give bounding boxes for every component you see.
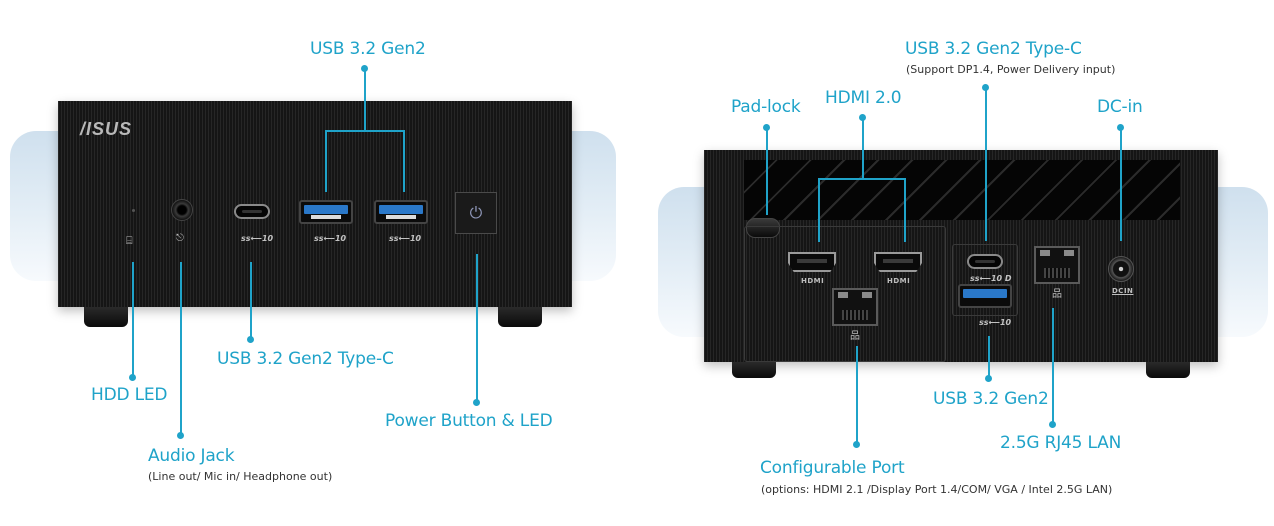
- callout-audio-jack: Audio Jack: [148, 446, 235, 466]
- callout-dot: [1049, 421, 1056, 428]
- lan-port: [1034, 246, 1080, 284]
- callout-line: [325, 130, 327, 192]
- callout-line: [988, 336, 990, 378]
- rj45-led-left: [838, 292, 848, 298]
- power-button[interactable]: ⏻: [455, 192, 497, 234]
- network-icon: 品: [1052, 289, 1062, 300]
- rear-device-body: HDMI HDMI 品 ss⟵10 D ss⟵10 品 DCIN: [704, 150, 1218, 362]
- hdd-icon: ⌸: [126, 234, 133, 247]
- usb-c-speed-marking: ss⟵10: [241, 234, 274, 243]
- rear-right-foot: [1146, 362, 1190, 378]
- callout-line: [856, 346, 858, 442]
- dc-in-marking: DCIN: [1112, 287, 1134, 295]
- callout-line: [364, 68, 366, 130]
- usb-a-tongue: [379, 205, 423, 214]
- usb-a-2-speed-marking: ss⟵10: [389, 234, 422, 243]
- configurable-port: [832, 288, 878, 326]
- callout-line: [325, 130, 405, 132]
- rear-usb-c-port: [967, 254, 1003, 269]
- callout-dot: [129, 374, 136, 381]
- rj45-led-left: [1040, 250, 1050, 256]
- front-right-foot: [498, 307, 542, 327]
- callout-hdmi: HDMI 2.0: [825, 88, 902, 108]
- callout-dot: [177, 432, 184, 439]
- callout-rear-usb-c: USB 3.2 Gen2 Type-C: [905, 39, 1082, 59]
- rear-usb-c-marking: ss⟵10 D: [970, 274, 1012, 283]
- callout-line: [403, 130, 405, 192]
- usb-a-contact: [386, 215, 416, 219]
- callout-audio-jack-note: (Line out/ Mic in/ Headphone out): [148, 470, 333, 483]
- rj45-led-right: [1064, 250, 1074, 256]
- callout-line: [132, 262, 134, 376]
- rj45-pins: [1044, 268, 1070, 278]
- power-icon: ⏻: [469, 203, 483, 222]
- rear-left-foot: [732, 362, 776, 378]
- hdmi-port-2: [874, 252, 922, 272]
- usb-a-1-speed-marking: ss⟵10: [314, 234, 347, 243]
- front-usb-a-port-2: [374, 200, 428, 224]
- callout-configurable-port-note: (options: HDMI 2.1 /Display Port 1.4/COM…: [761, 483, 1113, 496]
- callout-line: [476, 254, 478, 402]
- dc-in-jack: [1108, 256, 1134, 282]
- front-left-foot: [84, 307, 128, 327]
- rear-air-vent: [744, 160, 1180, 220]
- hdmi-1-marking: HDMI: [801, 277, 825, 285]
- callout-line: [1052, 308, 1054, 422]
- rear-usb-a-port: [958, 284, 1012, 308]
- usb-a-tongue: [963, 289, 1007, 298]
- front-usb-a-port-1: [299, 200, 353, 224]
- usb-a-tongue: [304, 205, 348, 214]
- audio-jack-port: [171, 199, 193, 221]
- callout-line: [818, 178, 906, 180]
- callout-line: [180, 262, 182, 434]
- callout-configurable-port: Configurable Port: [760, 458, 905, 478]
- callout-line: [818, 178, 820, 242]
- hdmi-2-marking: HDMI: [887, 277, 911, 285]
- usb-a-contact: [311, 215, 341, 219]
- callout-line: [250, 262, 252, 338]
- network-icon: 品: [850, 331, 860, 342]
- callout-hdd-led: HDD LED: [91, 385, 168, 405]
- rear-usb-a-marking: ss⟵10: [979, 318, 1012, 327]
- usb-io-panel: [952, 244, 1018, 316]
- callout-rear-usb-a: USB 3.2 Gen2: [933, 389, 1049, 409]
- callout-padlock: Pad-lock: [731, 97, 801, 117]
- callout-dc-in: DC-in: [1097, 97, 1143, 117]
- callout-front-usb-a: USB 3.2 Gen2: [310, 39, 426, 59]
- callout-line: [766, 127, 768, 215]
- headset-mic-icon: ⎋: [176, 233, 184, 244]
- asus-logo: /ISUS: [80, 119, 133, 139]
- front-usb-c-port: [234, 204, 270, 219]
- hdd-led-indicator: [132, 209, 135, 212]
- callout-line: [862, 117, 864, 179]
- callout-line: [1120, 127, 1122, 241]
- callout-power-button: Power Button & LED: [385, 411, 553, 431]
- callout-rear-usb-c-note: (Support DP1.4, Power Delivery input): [906, 63, 1116, 76]
- rj45-led-right: [862, 292, 872, 298]
- front-device-body: /ISUS ⌸ ⎋ ss⟵10 ss⟵10 ss⟵10 ⏻: [58, 101, 572, 307]
- callout-dot: [985, 375, 992, 382]
- hdmi-port-1: [788, 252, 836, 272]
- callout-line: [904, 178, 906, 242]
- callout-front-usb-c: USB 3.2 Gen2 Type-C: [217, 349, 394, 369]
- callout-dot: [853, 441, 860, 448]
- callout-lan: 2.5G RJ45 LAN: [1000, 433, 1122, 453]
- configurable-io-panel: [744, 226, 946, 362]
- callout-line: [985, 87, 987, 241]
- callout-dot: [247, 336, 254, 343]
- callout-dot: [473, 399, 480, 406]
- rj45-pins: [842, 310, 868, 320]
